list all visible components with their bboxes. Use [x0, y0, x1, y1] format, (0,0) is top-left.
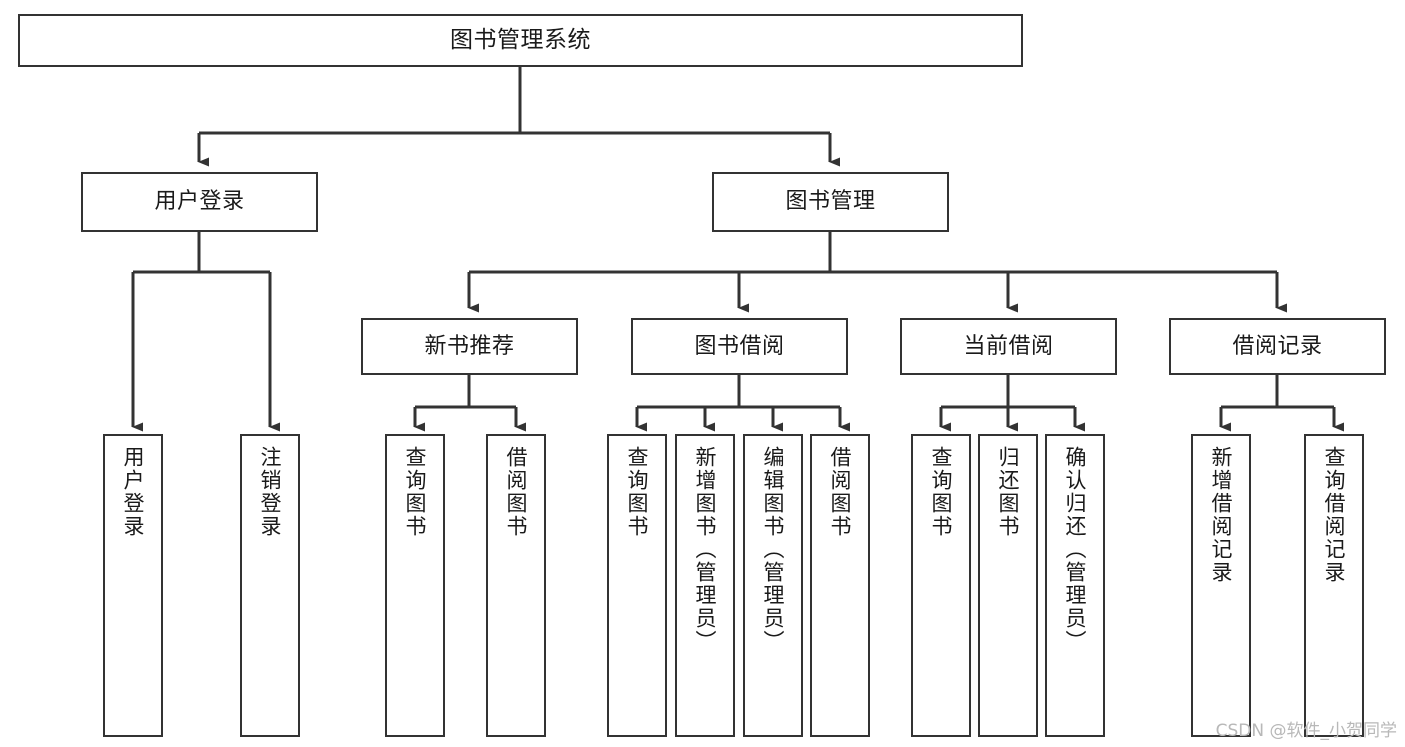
node-root-system[interactable]: 图书管理系统 [18, 14, 1023, 67]
node-user-login-label: 用户登录 [154, 189, 245, 215]
node-leaf-user-login-label: 用户登录 [121, 446, 146, 538]
node-leaf-borrow-book-1-label: 借阅图书 [504, 446, 529, 538]
node-leaf-borrow-book-2[interactable]: 借阅图书 [810, 434, 870, 737]
node-current-borrow[interactable]: 当前借阅 [900, 318, 1117, 375]
node-leaf-query-record-label: 查询借阅记录 [1322, 446, 1347, 584]
node-leaf-query-book-2-label: 查询图书 [625, 446, 650, 538]
node-current-borrow-label: 当前借阅 [963, 333, 1054, 359]
node-leaf-add-book-label: 新增图书（管理员） [693, 446, 718, 653]
node-leaf-return-book-label: 归还图书 [996, 446, 1021, 538]
node-leaf-query-book-3-label: 查询图书 [929, 446, 954, 538]
csdn-watermark: CSDN @软件_小贺同学 [1215, 721, 1397, 741]
node-leaf-query-book-1[interactable]: 查询图书 [385, 434, 445, 737]
node-root-system-label: 图书管理系统 [450, 27, 591, 54]
node-leaf-confirm-return[interactable]: 确认归还（管理员） [1045, 434, 1105, 737]
node-leaf-query-record[interactable]: 查询借阅记录 [1304, 434, 1364, 737]
node-borrow-record-label: 借阅记录 [1232, 333, 1323, 359]
node-book-borrow-label: 图书借阅 [694, 333, 785, 359]
node-leaf-query-book-3[interactable]: 查询图书 [911, 434, 971, 737]
node-leaf-user-logout[interactable]: 注销登录 [240, 434, 300, 737]
node-leaf-add-record[interactable]: 新增借阅记录 [1191, 434, 1251, 737]
node-book-management[interactable]: 图书管理 [712, 172, 949, 232]
node-leaf-borrow-book-1[interactable]: 借阅图书 [486, 434, 546, 737]
node-leaf-borrow-book-2-label: 借阅图书 [828, 446, 853, 538]
node-leaf-user-login[interactable]: 用户登录 [103, 434, 163, 737]
node-borrow-record[interactable]: 借阅记录 [1169, 318, 1386, 375]
node-book-management-label: 图书管理 [785, 189, 876, 215]
node-leaf-edit-book-label: 编辑图书（管理员） [761, 446, 786, 653]
node-book-borrow[interactable]: 图书借阅 [631, 318, 848, 375]
node-leaf-return-book[interactable]: 归还图书 [978, 434, 1038, 737]
node-leaf-query-book-1-label: 查询图书 [403, 446, 428, 538]
node-user-login[interactable]: 用户登录 [81, 172, 318, 232]
node-leaf-edit-book[interactable]: 编辑图书（管理员） [743, 434, 803, 737]
node-leaf-confirm-return-label: 确认归还（管理员） [1063, 446, 1088, 653]
node-leaf-query-book-2[interactable]: 查询图书 [607, 434, 667, 737]
node-leaf-user-logout-label: 注销登录 [258, 446, 283, 538]
node-new-book-recommend-label: 新书推荐 [424, 333, 515, 359]
node-leaf-add-book[interactable]: 新增图书（管理员） [675, 434, 735, 737]
node-leaf-add-record-label: 新增借阅记录 [1209, 446, 1234, 584]
node-new-book-recommend[interactable]: 新书推荐 [361, 318, 578, 375]
